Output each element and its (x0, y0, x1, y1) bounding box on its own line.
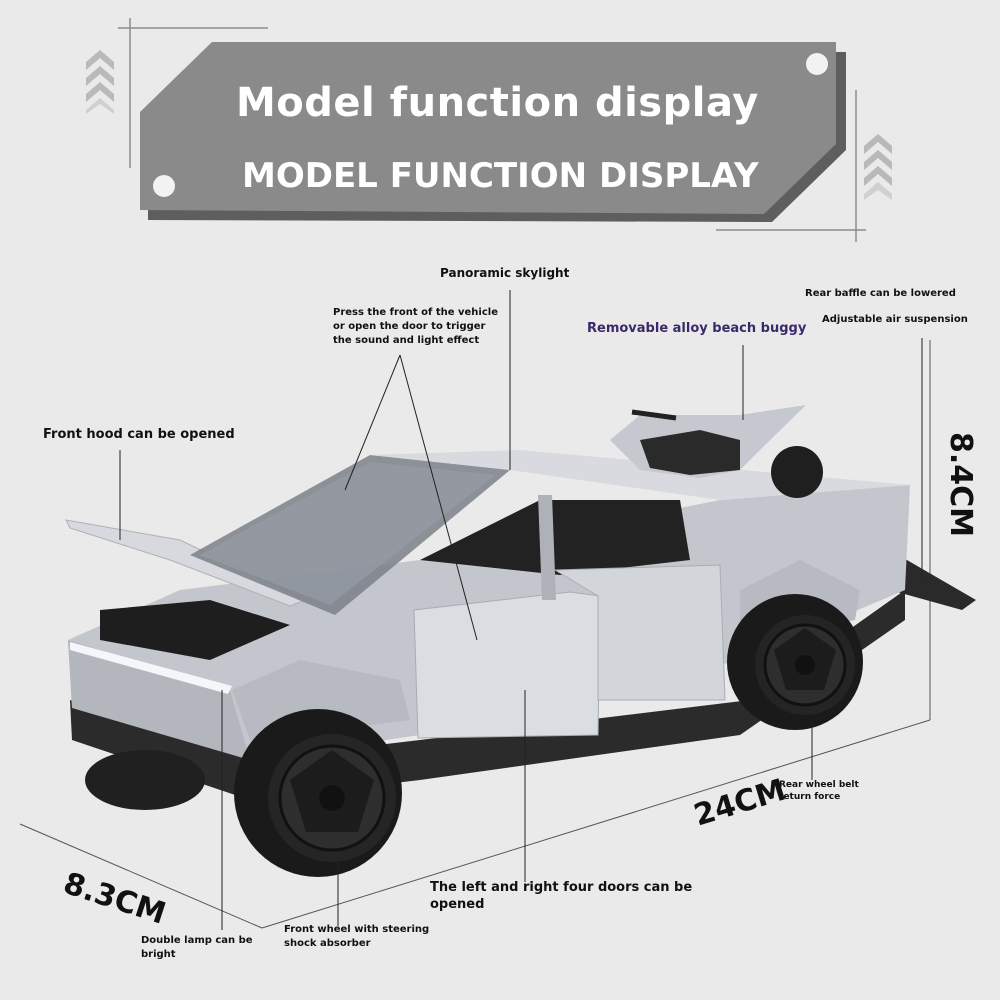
label-front-wheel-line1: Front wheel with steering (284, 924, 430, 935)
label-double-lamp-line1: Double lamp can be (141, 935, 253, 946)
banner-plate (140, 42, 836, 214)
label-press-front-line1: Press the front of the vehicle (333, 307, 498, 318)
label-four-doors-line1: The left and right four doors can be (430, 880, 693, 895)
label-front-hood: Front hood can be opened (43, 427, 235, 442)
car-illustration (65, 405, 976, 877)
label-rear-baffle: Rear baffle can be lowered (805, 288, 956, 299)
dimension-height: 8.4CM (943, 432, 978, 538)
label-double-lamp-line2: bright (141, 949, 176, 960)
label-removable-buggy: Removable alloy beach buggy (587, 321, 807, 336)
label-air-suspension: Adjustable air suspension (822, 314, 968, 325)
banner-rivet (153, 175, 175, 197)
chevron-up-icon-right (864, 134, 892, 200)
label-press-front-line3: the sound and light effect (333, 335, 480, 346)
corner-guide-lines (118, 18, 866, 242)
label-front-wheel-line2: shock absorber (284, 938, 371, 949)
banner-title: Model function display (236, 80, 759, 126)
label-rear-belt-line1: Rear wheel belt (779, 780, 859, 790)
banner-subtitle: MODEL FUNCTION DISPLAY (242, 156, 759, 196)
rear-wheel (727, 594, 863, 730)
label-press-front-line2: or open the door to trigger (333, 321, 486, 332)
banner-rivet (806, 53, 828, 75)
callout-leader-lines (119, 290, 923, 930)
label-four-doors-line2: opened (430, 897, 485, 912)
front-wheel (234, 709, 402, 877)
chevron-up-icon (86, 50, 114, 114)
label-panoramic-skylight: Panoramic skylight (440, 266, 570, 280)
label-rear-belt-line2: return force (779, 792, 841, 802)
